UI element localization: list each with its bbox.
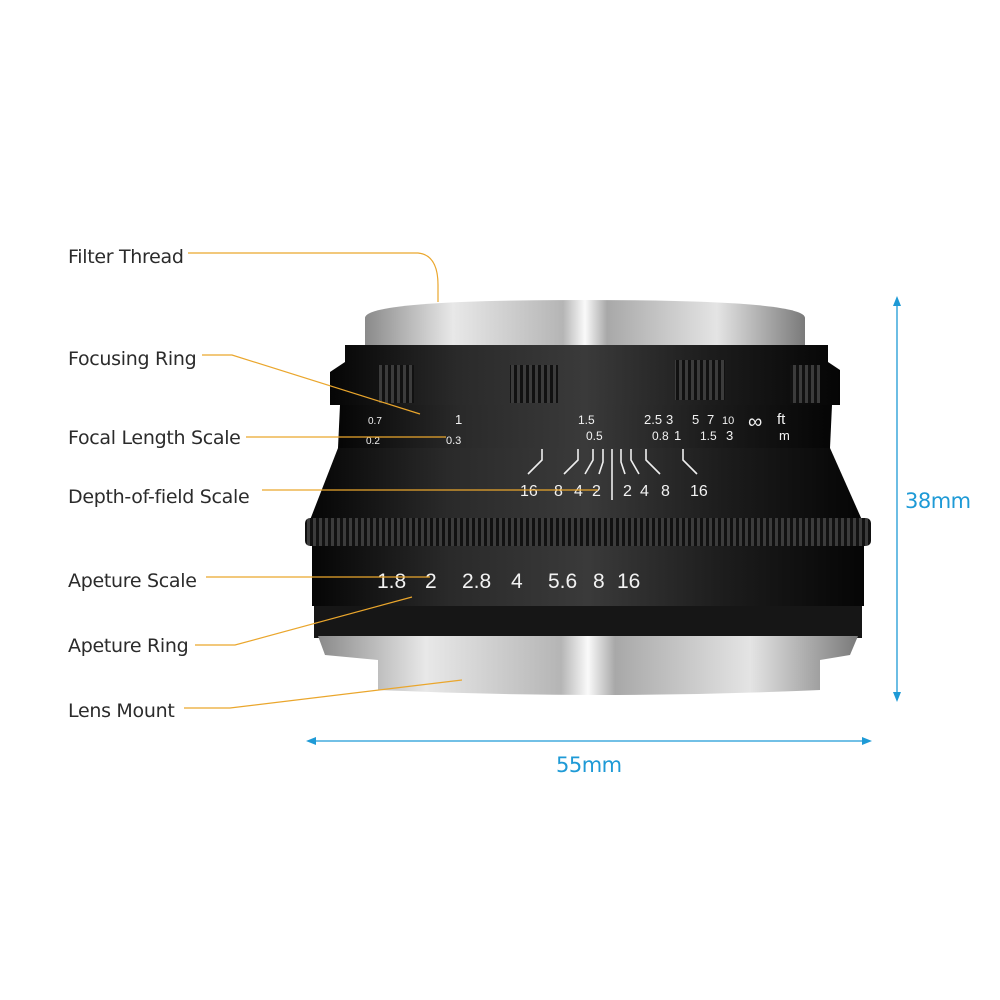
dof-tick: [630, 449, 640, 475]
aperture-value: 8: [593, 570, 605, 593]
aperture-value: 5.6: [548, 570, 577, 593]
arrow-left-icon: [306, 737, 316, 745]
lens-body: [305, 300, 871, 695]
m-mark: 0.3: [446, 435, 461, 447]
label-filter-thread: Filter Thread: [68, 246, 184, 268]
ft-mark: 10: [722, 415, 734, 427]
dof-tick: [527, 449, 543, 475]
arrow-up-icon: [893, 296, 901, 306]
aperture-value: 4: [511, 570, 523, 593]
m-mark: 0.5: [586, 429, 603, 443]
label-dof-scale: Depth-of-field Scale: [68, 486, 249, 508]
leader-filter-thread: [188, 252, 439, 302]
aperture-grip-ring: [305, 518, 871, 546]
dof-numbers: 16 8 4 2 2 4 8 16: [520, 483, 708, 500]
unit-m: m: [779, 428, 790, 443]
unit-ft: ft: [777, 411, 786, 428]
dof-tick: [563, 449, 579, 475]
aperture-value: 2.8: [462, 570, 491, 593]
aperture-value: 1.8: [377, 570, 406, 593]
ft-mark: 1.5: [578, 413, 595, 427]
distance-scale: 0.7 1 1.5 2.5 3 5 7 10 0.2 0.3 0.5 0.8 1…: [366, 411, 790, 447]
label-focusing-ring: Focusing Ring: [68, 348, 196, 370]
dof-number: 8: [661, 483, 670, 500]
ft-mark: 2.5: [644, 412, 662, 427]
leader-aperture-ring: [195, 596, 413, 646]
dof-number: 2: [623, 483, 632, 500]
ft-mark: 5: [692, 412, 699, 427]
dof-number: 16: [520, 483, 538, 500]
leader-focusing-ring: [202, 354, 421, 415]
width-dimension-label: 55mm: [556, 753, 622, 777]
dof-tick: [584, 449, 594, 475]
dimension-lines: [306, 296, 901, 745]
aperture-scale: 1.8 2 2.8 4 5.6 8 16: [377, 570, 640, 593]
height-dimension-label: 38mm: [905, 489, 971, 513]
dof-number: 16: [690, 483, 708, 500]
arrow-right-icon: [862, 737, 872, 745]
focus-grip: [378, 365, 414, 403]
focus-grip: [790, 365, 820, 403]
focus-grip: [675, 360, 725, 400]
aperture-ring: [312, 546, 864, 606]
dof-number: 4: [640, 483, 649, 500]
dof-number: 8: [554, 483, 563, 500]
filter-thread: [365, 300, 805, 348]
m-mark: 1.5: [700, 429, 717, 443]
ft-mark: 3: [666, 412, 673, 427]
lens-mount: [318, 636, 858, 695]
m-mark: 1: [674, 428, 681, 443]
dof-tick: [682, 449, 698, 475]
m-mark: 3: [726, 428, 733, 443]
ft-mark: 0.7: [368, 416, 382, 427]
dof-tick: [598, 449, 604, 475]
leader-lines: [184, 252, 598, 709]
dof-tick: [645, 449, 661, 475]
infinity-mark: ∞: [748, 411, 762, 433]
dof-number: 4: [574, 483, 583, 500]
m-mark: 0.8: [652, 429, 669, 443]
m-mark: 0.2: [366, 436, 380, 447]
leader-lens-mount: [184, 679, 463, 709]
ft-mark: 7: [707, 412, 714, 427]
label-aperture-ring: Apeture Ring: [68, 635, 188, 657]
dof-tick: [620, 449, 626, 475]
focus-grip: [510, 365, 558, 403]
aperture-value: 16: [617, 570, 640, 593]
dof-number: 2: [592, 483, 601, 500]
arrow-down-icon: [893, 692, 901, 702]
label-focal-length-scale: Focal Length Scale: [68, 427, 241, 449]
dof-scale: [527, 449, 698, 500]
label-aperture-scale: Apeture Scale: [68, 570, 197, 592]
aperture-value: 2: [425, 570, 437, 593]
label-lens-mount: Lens Mount: [68, 700, 174, 722]
ft-mark: 1: [455, 412, 462, 427]
